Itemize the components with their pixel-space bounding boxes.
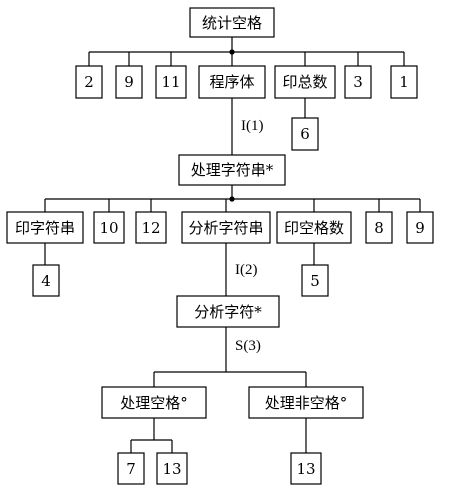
node-3: 3: [344, 65, 372, 99]
node-9: 9: [115, 65, 143, 99]
node-label: 12: [141, 219, 160, 237]
node-label: 印空格数: [284, 219, 344, 237]
node-8: 8: [365, 211, 393, 244]
node-2: 2: [75, 65, 103, 99]
node-chuli-feikongge: 处理非空格°: [248, 386, 364, 419]
node-9b: 9: [406, 211, 434, 244]
node-7: 7: [117, 452, 145, 485]
node-12: 12: [135, 211, 167, 244]
node-tongji-kongge: 统计空格: [189, 7, 275, 38]
node-fenxi-zifu: 分析字符*: [176, 295, 280, 328]
node-label: 处理字符串*: [191, 161, 274, 179]
node-label: 2: [84, 73, 94, 91]
node-label: 13: [296, 460, 315, 478]
node-label: 9: [415, 219, 425, 237]
node-label: 4: [41, 272, 51, 290]
node-chuli-zifuchuan: 处理字符串*: [178, 154, 286, 186]
node-label: 11: [161, 73, 180, 91]
node-chengxuti: 程序体: [198, 65, 266, 99]
node-label: 5: [310, 272, 320, 290]
node-label: 3: [353, 73, 363, 91]
node-label: 分析字符*: [194, 303, 262, 321]
node-11: 11: [155, 65, 187, 99]
node-4: 4: [32, 264, 60, 297]
node-label: 处理非空格°: [265, 394, 348, 412]
node-label: 9: [124, 73, 134, 91]
node-fenxi-zifuchuan: 分析字符串: [181, 211, 271, 244]
node-10: 10: [93, 211, 125, 244]
node-label: 处理空格°: [120, 394, 188, 412]
node-label: 印总数: [282, 73, 327, 91]
junction-dot: [229, 49, 235, 55]
node-yin-zifuchuan: 印字符串: [6, 211, 84, 244]
junction-dot: [229, 196, 235, 202]
node-label: 印字符串: [15, 219, 75, 237]
node-yin-konggeshu: 印空格数: [276, 211, 352, 244]
node-1: 1: [390, 65, 418, 99]
node-label: 统计空格: [202, 14, 262, 32]
selection-label-3: S(3): [235, 338, 261, 354]
iteration-label-2: I(2): [235, 262, 258, 278]
node-13b: 13: [290, 452, 322, 485]
node-label: 程序体: [209, 73, 254, 91]
node-label: 8: [374, 219, 384, 237]
node-label: 6: [300, 125, 310, 143]
node-label: 10: [99, 219, 118, 237]
node-yinzongshu: 印总数: [274, 65, 336, 99]
node-label: 分析字符串: [188, 219, 263, 237]
node-label: 13: [162, 460, 181, 478]
iteration-label-1: I(1): [241, 118, 264, 134]
node-label: 1: [399, 73, 409, 91]
node-5: 5: [301, 264, 329, 297]
node-label: 7: [126, 460, 136, 478]
node-13a: 13: [156, 452, 188, 485]
node-6: 6: [291, 117, 319, 151]
node-chuli-kongge: 处理空格°: [101, 386, 207, 419]
